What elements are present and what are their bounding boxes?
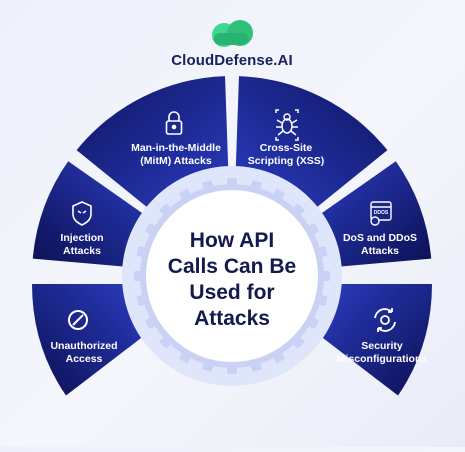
segment-label-xss: Cross-Site Scripting (XSS) <box>247 142 325 167</box>
segment-label-injection: Injection Attacks <box>60 232 104 257</box>
brand-name: CloudDefense.AI <box>171 52 293 69</box>
blocked-circle-icon <box>68 310 88 330</box>
center-disc <box>146 190 318 362</box>
bug-icon <box>275 109 299 141</box>
segment-unauthorized <box>32 284 142 396</box>
segment-injection <box>32 161 146 267</box>
segment-label-unauthorized: Unauthorized Access <box>50 340 118 365</box>
padlock-icon <box>165 111 183 135</box>
svg-text:DDOS: DDOS <box>374 210 389 216</box>
segment-label-misconfig: Security Misconfigurations <box>336 340 428 365</box>
segment-label-mitm: Man-in-the-Middle (MitM) Attacks <box>131 142 221 167</box>
segment-ddos <box>318 161 432 267</box>
cloud-logo-icon <box>212 20 253 47</box>
segment-misconfig <box>322 284 432 396</box>
segment-label-ddos: DoS and DDoS Attacks <box>342 232 418 257</box>
gear-cycle-icon <box>374 308 396 332</box>
center-title: How API Calls Can Be Used for Attacks <box>167 229 297 330</box>
ddos-window-icon: DDOS <box>370 201 392 226</box>
mask-shield-icon <box>72 201 92 226</box>
